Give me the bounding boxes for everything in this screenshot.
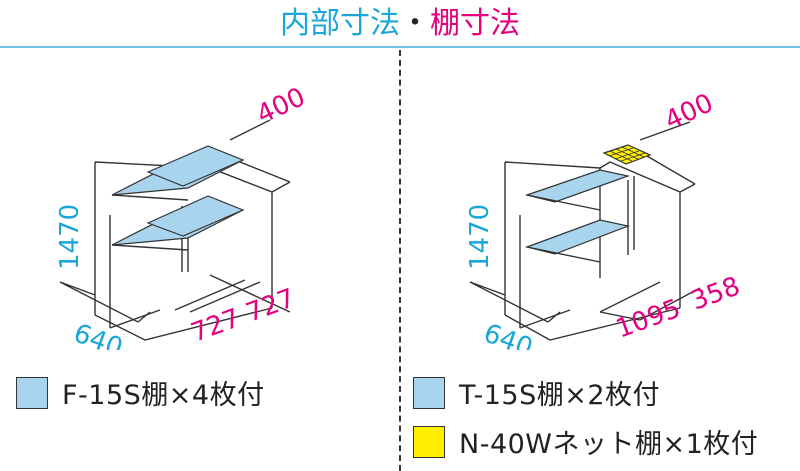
shelf-swatch: [413, 376, 445, 409]
right-dim-depth: 640: [480, 318, 537, 350]
right-legend-shelf: T-15S棚×2枚付: [413, 373, 660, 412]
net-swatch: [413, 425, 445, 458]
left-legend: F-15S棚×4枚付: [16, 373, 265, 412]
left-dim-height: 1470: [55, 204, 85, 270]
net-shelf: [602, 144, 652, 165]
title-underline: [0, 46, 800, 48]
section-title: 内部寸法・棚寸法: [0, 4, 800, 44]
right-legend-net-label: N-40Wネット棚×1枚付: [459, 429, 759, 460]
right-dim-width-b: 358: [687, 271, 744, 316]
left-cabinet-diagram: 400 1470 640 727 727: [55, 82, 310, 350]
title-separator: ・: [400, 6, 430, 41]
right-cabinet-diagram: 400 1470 640 1095 358: [465, 88, 744, 350]
right-legend-shelf-label: T-15S棚×2枚付: [459, 380, 661, 411]
title-internal-dimensions: 内部寸法: [280, 6, 400, 41]
right-dim-width-a: 1095: [612, 294, 684, 345]
right-dim-height: 1470: [465, 204, 495, 270]
title-shelf-dimensions: 棚寸法: [430, 6, 520, 41]
right-legend-net: N-40Wネット棚×1枚付: [413, 422, 758, 461]
shelf-swatch: [16, 376, 48, 409]
left-legend-label: F-15S棚×4枚付: [62, 380, 265, 411]
right-dim-width-top: 400: [660, 88, 718, 136]
panel-divider: [399, 50, 401, 471]
